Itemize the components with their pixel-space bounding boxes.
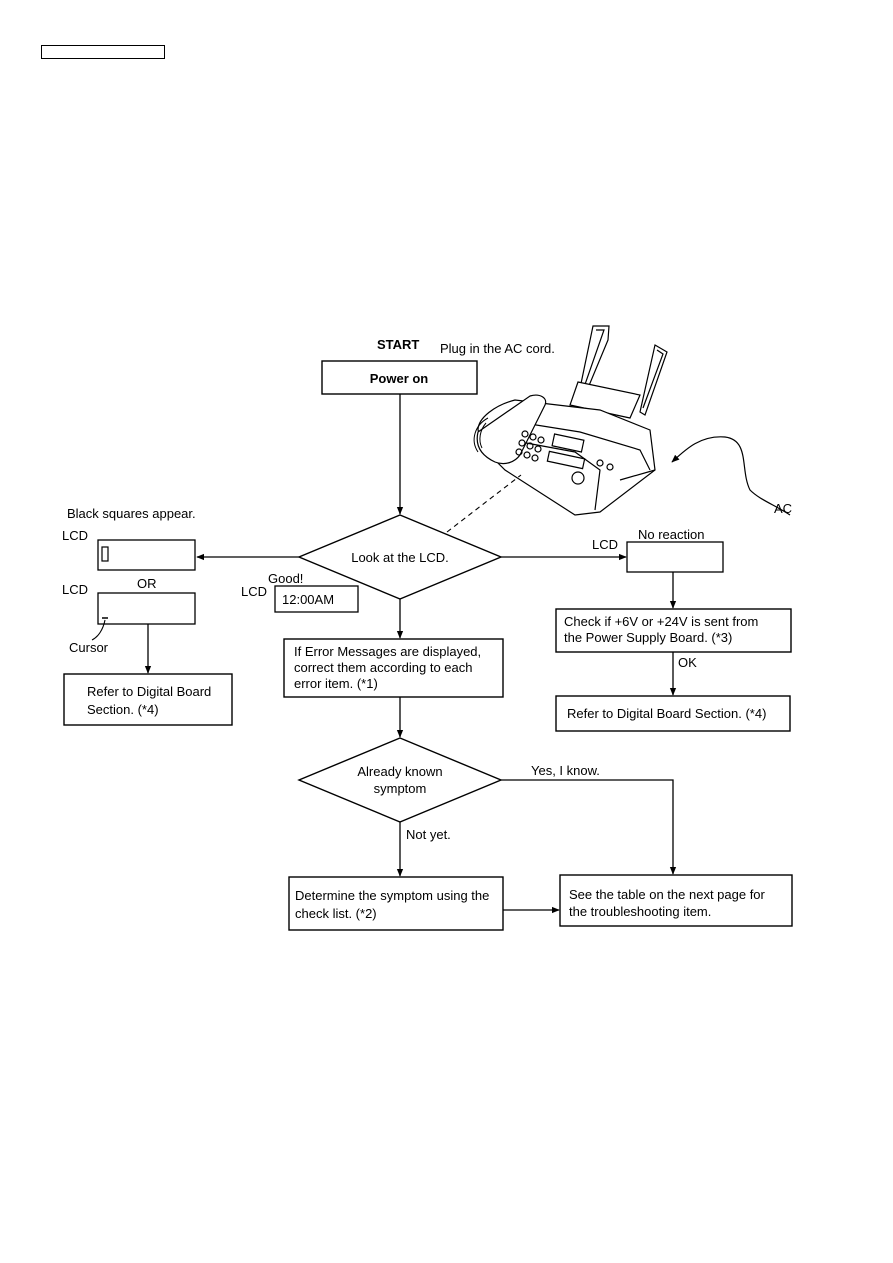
lcd-label-left-2: LCD — [62, 582, 88, 597]
lcd-display-blank — [626, 541, 724, 573]
refer-digital-left-line2: Section. (*4) — [87, 702, 159, 717]
no-reaction-label: No reaction — [638, 527, 704, 542]
not-yet-label: Not yet. — [406, 827, 451, 842]
start-label: START — [377, 337, 419, 352]
decision-known-line1: Already known — [357, 764, 442, 779]
ac-cord — [671, 436, 791, 516]
cursor-pointer-line — [91, 619, 106, 641]
yes-label: Yes, I know. — [531, 763, 600, 778]
arrow-yes-to-see-table — [501, 779, 677, 875]
refer-digital-right-label: Refer to Digital Board Section. (*4) — [567, 706, 766, 721]
lcd-display-cursor — [97, 592, 196, 625]
ok-label: OK — [678, 655, 697, 670]
lcd-pointer-dashed — [446, 474, 522, 533]
see-table-line2: the troubleshooting item. — [569, 904, 711, 919]
ac-label: AC — [774, 501, 792, 516]
error-messages-box — [283, 638, 504, 698]
error-messages-line1: If Error Messages are displayed, — [294, 644, 481, 659]
check-power-line1: Check if +6V or +24V is sent from — [564, 614, 758, 629]
decision-known-line2: symptom — [374, 781, 427, 796]
black-square-glyph — [101, 546, 109, 562]
lcd-label-good: LCD — [241, 584, 267, 599]
check-power-line2: the Power Supply Board. (*3) — [564, 630, 732, 645]
determine-symptom-line2: check list. (*2) — [295, 906, 377, 921]
cursor-label: Cursor — [69, 640, 109, 655]
document-code-box — [41, 45, 165, 59]
determine-symptom-line1: Determine the symptom using the — [295, 888, 489, 903]
plug-note: Plug in the AC cord. — [440, 341, 555, 356]
fax-machine-illustration — [473, 325, 668, 516]
lcd-display-black-squares — [97, 539, 196, 571]
refer-digital-left-line1: Refer to Digital Board — [87, 684, 211, 699]
refer-digital-left-box — [63, 673, 233, 726]
error-messages-line3: error item. (*1) — [294, 676, 378, 691]
error-messages-line2: correct them according to each — [294, 660, 472, 675]
lcd-label-right: LCD — [592, 537, 618, 552]
determine-symptom-box — [288, 876, 504, 931]
black-squares-note: Black squares appear. — [67, 506, 196, 521]
good-label: Good! — [268, 571, 303, 586]
power-on-label: Power on — [370, 371, 429, 386]
see-table-box — [559, 874, 793, 927]
or-label: OR — [137, 576, 157, 591]
lcd-display-good — [274, 585, 359, 613]
decision-already-known — [297, 737, 503, 823]
lcd-time: 12:00AM — [282, 592, 334, 607]
see-table-line1: See the table on the next page for — [569, 887, 766, 902]
refer-digital-right-box — [555, 695, 791, 732]
check-power-box — [555, 608, 792, 653]
decision-look-lcd-label: Look at the LCD. — [351, 550, 449, 565]
lcd-label-left-1: LCD — [62, 528, 88, 543]
